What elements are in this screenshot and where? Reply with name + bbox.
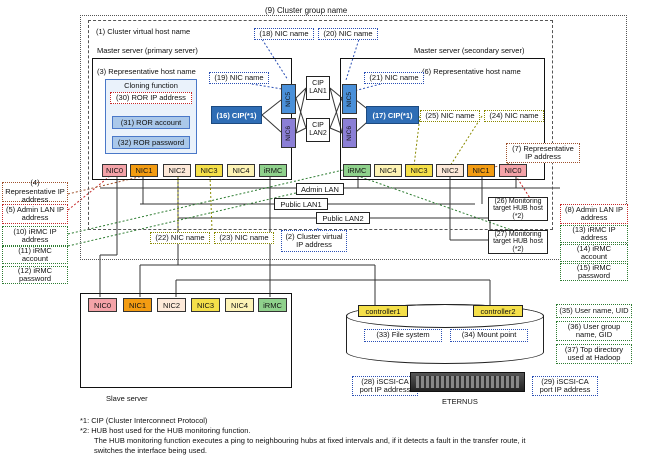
- slave-nic2: NIC2: [157, 298, 186, 312]
- monitoring-hub-27: (27) Monitoring target HUB host (*2): [488, 230, 548, 254]
- primary-nic6: NIC6: [281, 118, 296, 148]
- secondary-server-box: [340, 58, 545, 180]
- right-irmc-ip: (13) iRMC IP address: [560, 225, 628, 243]
- public-lan1-label: Public LAN1: [274, 198, 328, 210]
- secondary-nic5: NIC5: [342, 84, 357, 114]
- public-lan2-label: Public LAN2: [316, 212, 370, 224]
- right-admin-lan-ip: (8) Admin LAN IP address: [560, 204, 628, 224]
- primary-nic1: NIC1: [130, 164, 158, 177]
- slave-nic4: NIC4: [225, 298, 254, 312]
- cluster-virtual-ip: (2) Cluster virtual IP address: [281, 230, 347, 252]
- iscsi-port-29: (29) iSCSI-CA port IP address: [532, 376, 598, 396]
- footnote-2: *2: HUB host used for the HUB monitoring…: [80, 426, 251, 435]
- cluster-group-label: (9) Cluster group name: [265, 6, 348, 15]
- user-group-gid: (36) User group name, GID: [556, 321, 632, 341]
- footnote-3: The HUB monitoring function executes a p…: [94, 436, 526, 445]
- right-irmc-account: (14) iRMC account: [560, 244, 628, 262]
- nic-name-23: (23) NIC name: [214, 232, 274, 244]
- right-representative-ip: (7) Representative IP address: [506, 143, 580, 163]
- nic-name-21: (21) NIC name: [364, 72, 424, 84]
- primary-rep-host: (3) Representative host name: [97, 67, 196, 76]
- controller1: controller1: [358, 305, 408, 317]
- slave-server-box: [80, 293, 292, 388]
- left-representative-ip: (4) Representative IP address: [2, 179, 68, 204]
- left-admin-lan-ip: (5) Admin LAN IP address: [2, 204, 68, 224]
- secondary-nic6: NIC6: [342, 118, 357, 148]
- secondary-nic2: NIC2: [436, 164, 464, 177]
- ror-account: (31) ROR account: [112, 116, 190, 129]
- secondary-nic3: NIC3: [405, 164, 433, 177]
- primary-nic3: NIC3: [195, 164, 223, 177]
- slave-nic0: NIC0: [88, 298, 117, 312]
- eternus-drive-slots: [416, 376, 519, 388]
- secondary-cip: (17) CIP(*1): [366, 106, 419, 124]
- secondary-nic4: NIC4: [374, 164, 402, 177]
- primary-server-title: Master server (primary server): [97, 46, 198, 55]
- ror-password: (32) ROR password: [112, 136, 190, 149]
- nic-name-19: (19) NIC name: [209, 72, 269, 84]
- slave-server-label: Slave server: [106, 394, 148, 403]
- primary-cip: (16) CIP(*1): [211, 106, 262, 124]
- nic-name-20: (20) NIC name: [318, 28, 378, 40]
- primary-nic2: NIC2: [163, 164, 191, 177]
- storage-cylinder-top: [346, 304, 544, 328]
- file-system: (33) File system: [364, 329, 442, 342]
- user-name-uid: (35) User name, UID: [556, 304, 632, 318]
- admin-lan-label: Admin LAN: [296, 183, 344, 195]
- cluster-host-box: [88, 20, 553, 230]
- left-irmc-account: (11) iRMC account: [2, 246, 68, 264]
- controller2: controller2: [473, 305, 523, 317]
- primary-irmc: iRMC: [259, 164, 287, 177]
- cip-lan1: CIP LAN1: [306, 76, 330, 100]
- nic-name-24: (24) NIC name: [484, 110, 544, 122]
- monitoring-hub-26: (26) Monitoring target HUB host (*2): [488, 197, 548, 221]
- ror-ip-address: (30) ROR IP address: [110, 92, 192, 104]
- footnote-1: *1: CIP (Cluster Interconnect Protocol): [80, 416, 208, 425]
- cluster-group-box: [80, 15, 627, 260]
- cip-lan2: CIP LAN2: [306, 118, 330, 142]
- left-irmc-password: (12) iRMC password: [2, 266, 68, 284]
- slave-irmc: iRMC: [258, 298, 287, 312]
- footnote-4: switches the interface being used.: [94, 446, 207, 455]
- nic-name-22: (22) NIC name: [150, 232, 210, 244]
- secondary-nic1: NIC1: [467, 164, 495, 177]
- secondary-server-title: Master server (secondary server): [414, 46, 525, 55]
- left-irmc-ip: (10) iRMC IP address: [2, 226, 68, 246]
- cluster-host-label: (1) Cluster virtual host name: [96, 27, 191, 36]
- nic-name-18: (18) NIC name: [254, 28, 314, 40]
- secondary-nic0: NIC0: [499, 164, 527, 177]
- slave-nic3: NIC3: [191, 298, 220, 312]
- top-directory-hadoop: (37) Top directory used at Hadoop: [556, 344, 632, 364]
- eternus-label: ETERNUS: [442, 397, 478, 406]
- secondary-rep-host: (6) Representative host name: [422, 67, 521, 76]
- nic-name-25: (25) NIC name: [420, 110, 480, 122]
- primary-nic5: NIC5: [281, 84, 296, 114]
- cloning-function-title: Cloning function: [124, 81, 178, 90]
- primary-nic4: NIC4: [227, 164, 255, 177]
- primary-nic0: NIC0: [102, 164, 127, 177]
- mount-point: (34) Mount point: [450, 329, 528, 342]
- slave-nic1: NIC1: [123, 298, 152, 312]
- iscsi-port-28: (28) iSCSI-CA port IP address: [352, 376, 418, 396]
- right-irmc-password: (15) iRMC password: [560, 263, 628, 281]
- secondary-irmc: iRMC: [343, 164, 371, 177]
